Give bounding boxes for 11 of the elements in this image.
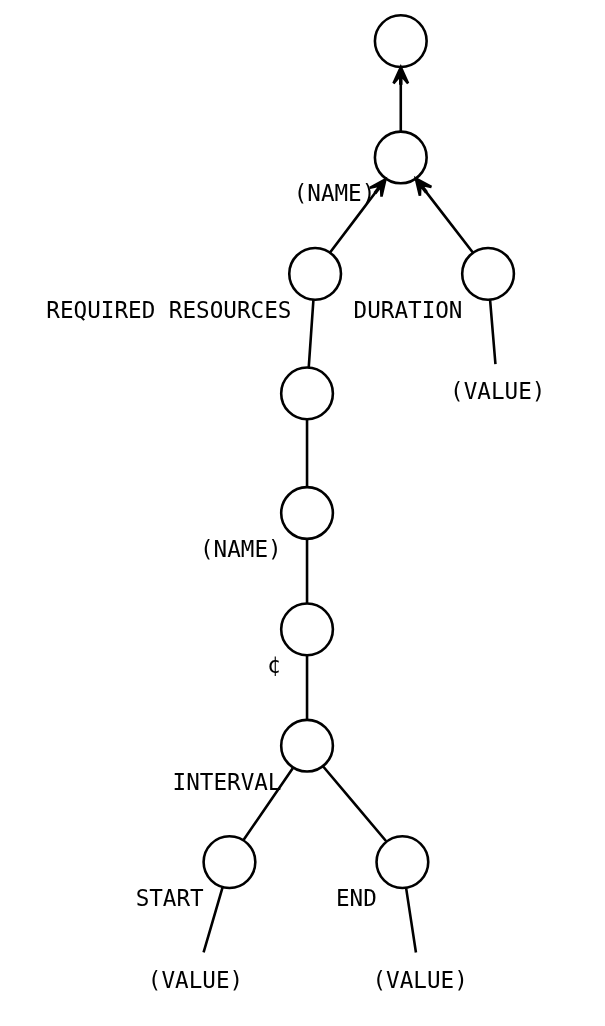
node-label: REQUIRED RESOURCES (45, 296, 291, 323)
node-text: (VALUE) (449, 378, 545, 405)
node-label: END (335, 885, 377, 912)
node-label: (NAME) (199, 535, 282, 562)
node-label: INTERVAL (172, 768, 281, 795)
node-label: DURATION (353, 296, 462, 323)
node-text: (VALUE) (147, 966, 243, 993)
node-text: (VALUE) (372, 966, 468, 993)
node-label: ¢ (266, 652, 281, 679)
node-label: (NAME) (293, 180, 375, 207)
node-label: START (135, 885, 204, 912)
